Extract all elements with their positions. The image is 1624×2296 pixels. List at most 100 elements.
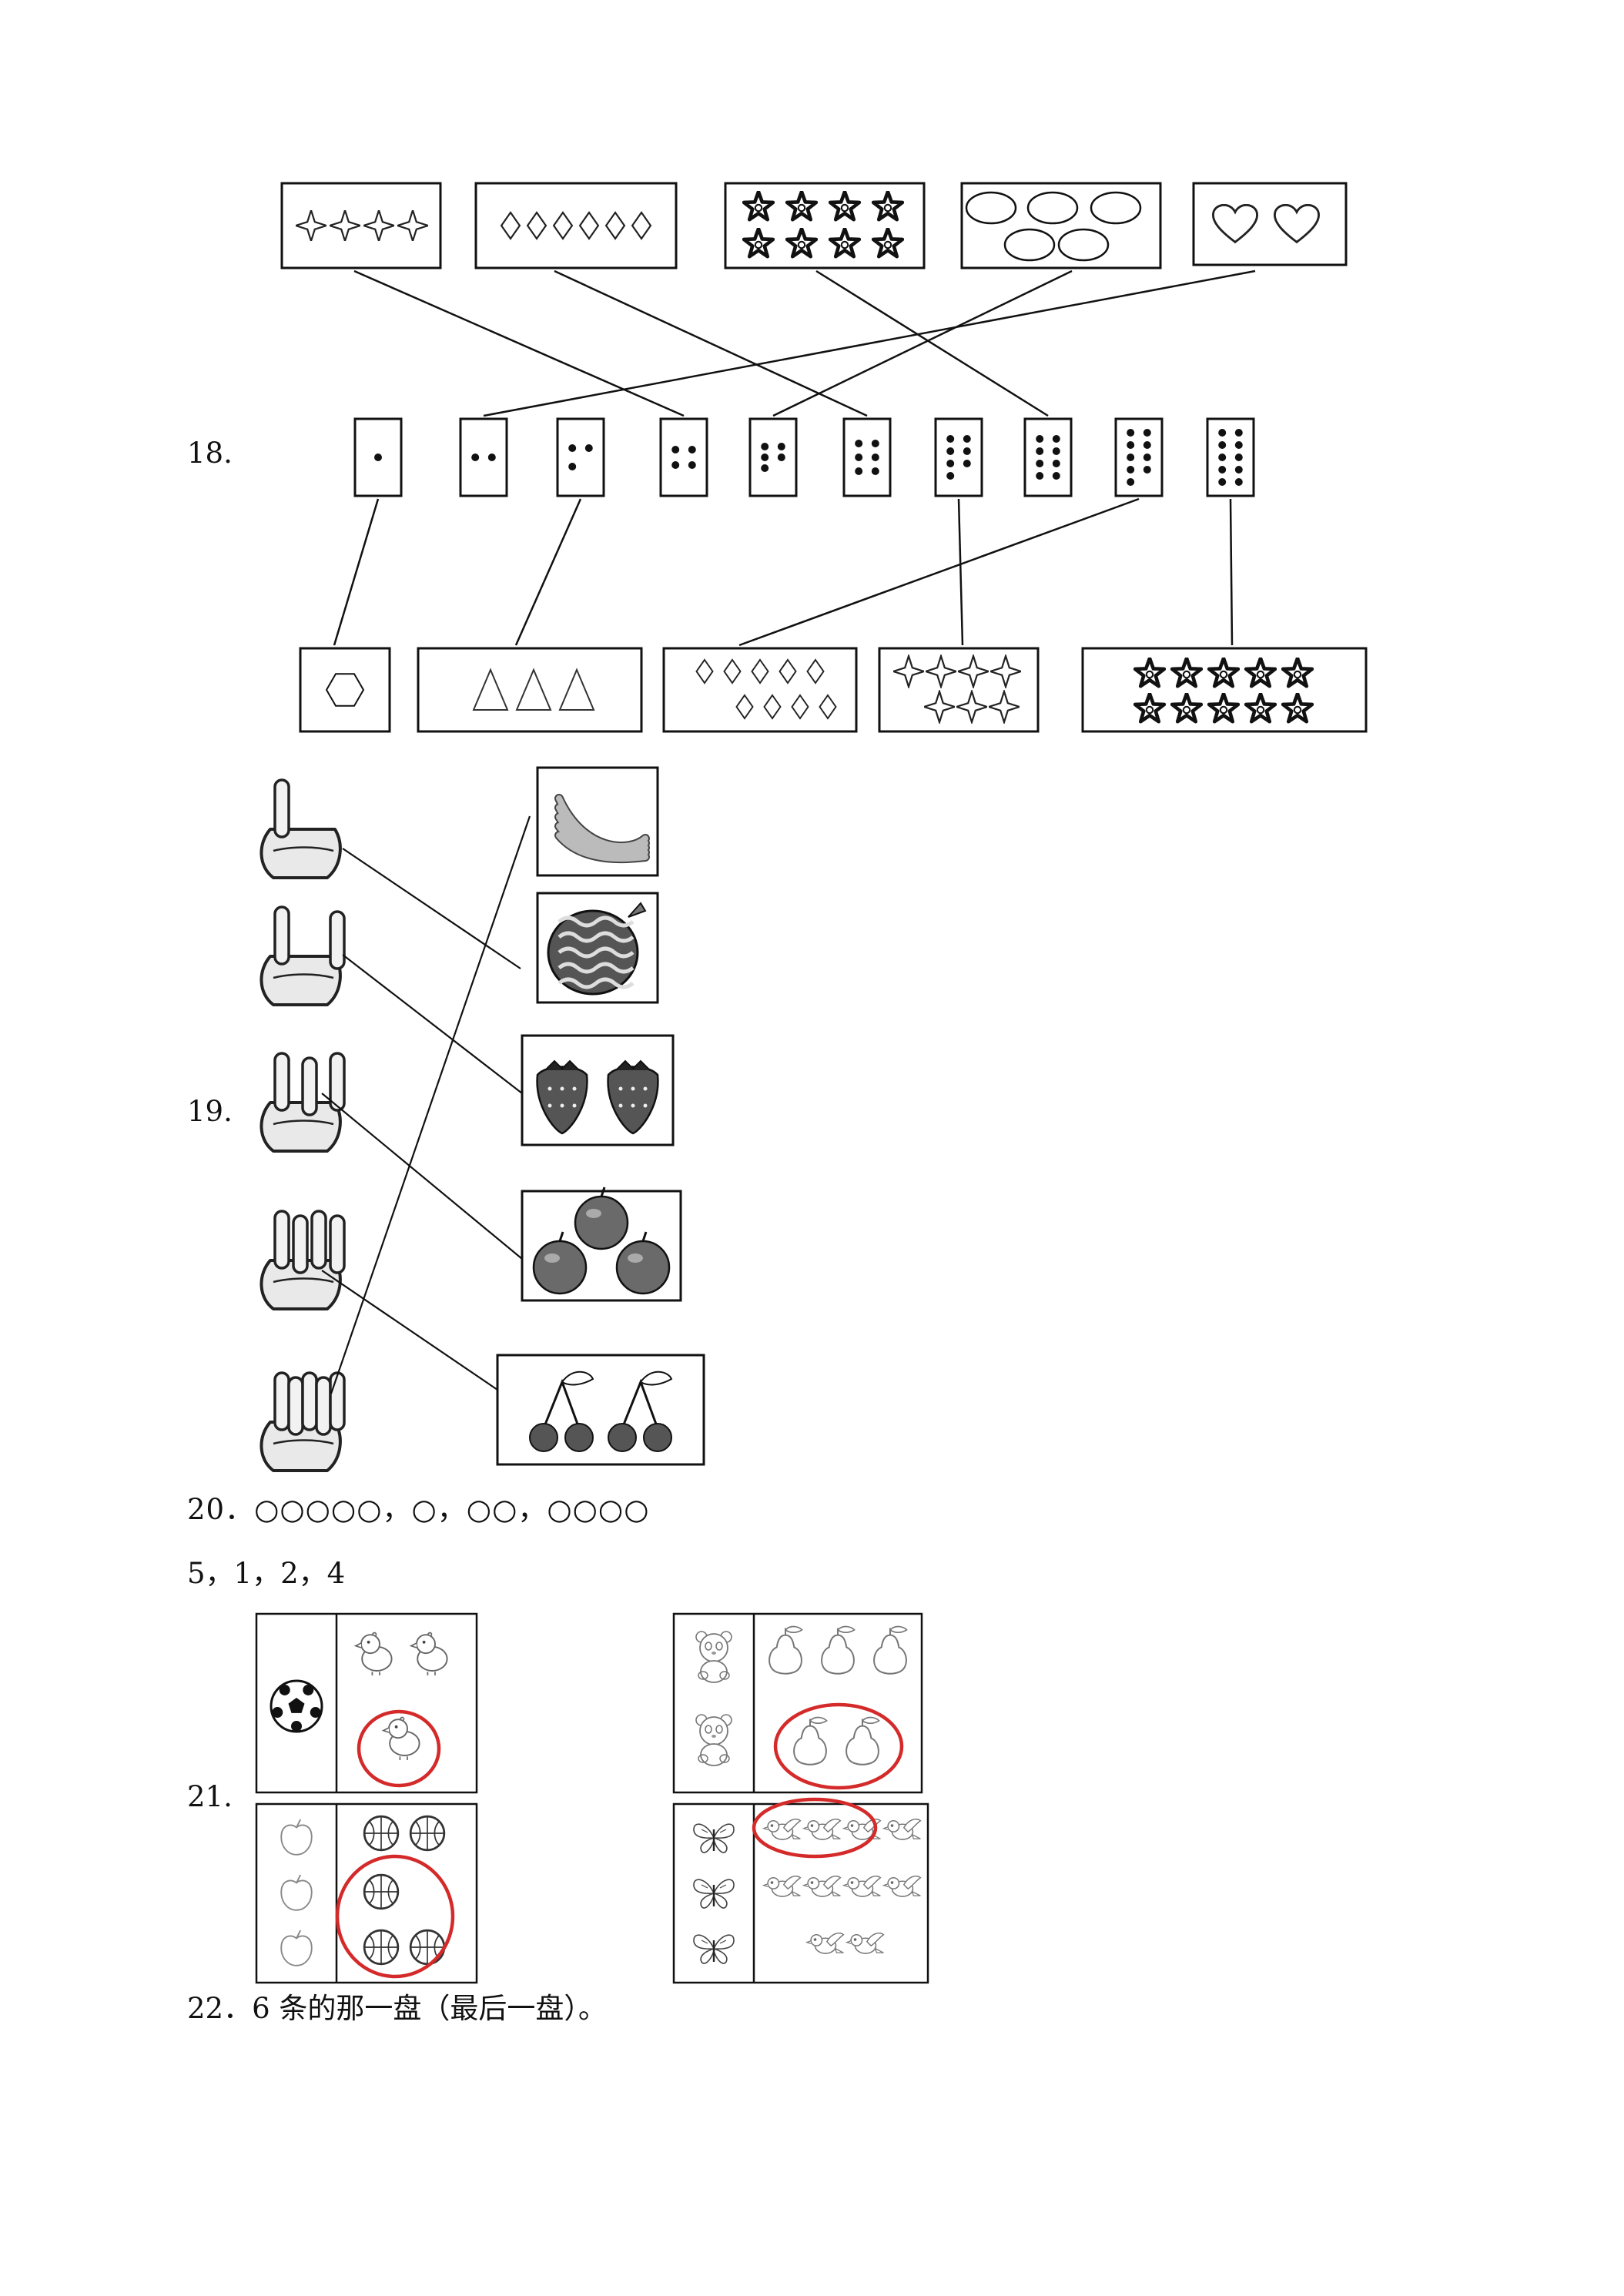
q18-number: 18. (187, 437, 233, 470)
ellipse-icon (1003, 228, 1056, 262)
palm-icon (260, 955, 342, 1006)
dot-card-frame (1206, 417, 1255, 497)
dot (1052, 472, 1060, 480)
cherry-icon (529, 1423, 558, 1452)
dot (1036, 472, 1044, 480)
football-patch (272, 1707, 283, 1719)
dot (671, 461, 680, 469)
red-answer-circle (773, 1702, 904, 1790)
question-18 (280, 182, 1368, 733)
finger-icon (273, 778, 290, 838)
strawberry-leaves (615, 1059, 651, 1071)
strawberry-seed (643, 1103, 648, 1108)
football-patch (288, 1698, 305, 1713)
q18-dot-card-8 (1023, 417, 1073, 497)
dot (1218, 454, 1227, 461)
triangle-icon (515, 668, 552, 711)
banana-fill (556, 795, 648, 849)
dot-card-frame (934, 417, 983, 497)
q18-bottom-box-ten-stars (1081, 647, 1368, 733)
finger-icon (315, 1376, 332, 1436)
q20-answer-numbers: 5，1，2，4 (187, 1557, 346, 1590)
finger-icon (301, 1371, 318, 1431)
football-patch (303, 1684, 314, 1695)
q21-panel-ball-chicks (255, 1612, 478, 1794)
q19-match-line (321, 1270, 498, 1391)
dot (1036, 435, 1044, 443)
dot (761, 464, 769, 472)
dot (855, 467, 863, 475)
dot (946, 435, 955, 443)
dot-card-frame (748, 417, 798, 497)
finger-icon (273, 1052, 290, 1112)
ellipse-icon (1090, 191, 1142, 225)
dot (1127, 466, 1135, 474)
question-21 (255, 1612, 929, 1984)
strawberry-seed (560, 1086, 564, 1091)
q18-match-lines (333, 269, 1256, 647)
finger-icon (273, 1371, 290, 1431)
q18-bottom-box-nine-diamonds (662, 647, 858, 733)
dot (761, 443, 769, 450)
banana-fill (556, 805, 648, 852)
q18-bottom-box-frame (878, 647, 1040, 733)
palm-crease (273, 1439, 334, 1445)
dot (871, 467, 879, 475)
q18-top-box-two-hearts (1192, 182, 1348, 266)
fruit-box-frame (496, 1354, 705, 1466)
q22-answer: 22．6 条的那一盘（最后一盘）。 (187, 1992, 607, 2025)
strawberry-seed (618, 1086, 623, 1091)
q18-top-box-eight-stars (724, 182, 926, 269)
strawberry-seed (572, 1103, 577, 1108)
finger-icon (292, 1214, 309, 1274)
red-answer-circle (335, 1854, 455, 1979)
cherry-icon (564, 1423, 594, 1452)
finger-icon (310, 1210, 327, 1270)
q18-match-line-top (554, 269, 868, 417)
dot (1234, 429, 1243, 437)
dot (1234, 441, 1243, 449)
dot (568, 444, 577, 452)
q19-fruit-boxes (496, 766, 705, 1466)
q18-dot-card-3 (556, 417, 605, 497)
q19-fruit-box-strawberries (521, 1034, 675, 1146)
q19-hands (260, 778, 346, 1472)
ellipse-icon (1026, 191, 1079, 225)
football-patch (291, 1721, 302, 1732)
apple-stem (600, 1186, 606, 1197)
q18-match-line-top (772, 269, 1073, 417)
dot (1234, 466, 1243, 474)
palm-icon (260, 828, 342, 879)
ellipse-icon (1057, 228, 1110, 262)
palm-crease (273, 973, 334, 979)
q18-bottom-box-three-triangles (417, 647, 643, 733)
dot-card-frame (1114, 417, 1164, 497)
red-answer-circle (752, 1797, 878, 1859)
watermelon-stripe (558, 915, 635, 928)
dot-card-frame (659, 417, 708, 497)
q18-top-box-four-four-point-stars (280, 182, 442, 269)
apple-icon (574, 1195, 629, 1250)
q18-bottom-box-one-hexagon (299, 647, 391, 733)
q18-match-line-bottom (1229, 498, 1234, 646)
q18-dot-card-1 (353, 417, 403, 497)
dot-card-frame (1023, 417, 1073, 497)
dot (1036, 447, 1044, 455)
finger-icon (329, 910, 346, 970)
dot (1127, 441, 1135, 449)
cherry-icon (608, 1423, 637, 1452)
apple-stem (558, 1231, 564, 1242)
q18-match-line-bottom (738, 497, 1140, 647)
strawberry-seed (547, 1103, 552, 1108)
dot (871, 454, 879, 461)
palm-crease (273, 1277, 334, 1284)
dot (1052, 460, 1060, 467)
dot (946, 447, 955, 455)
dot (584, 444, 593, 452)
dot (963, 447, 971, 455)
dot-card-frame (459, 417, 508, 497)
dot (1218, 478, 1227, 486)
dot (688, 461, 696, 469)
basketball-icon (363, 1815, 400, 1852)
